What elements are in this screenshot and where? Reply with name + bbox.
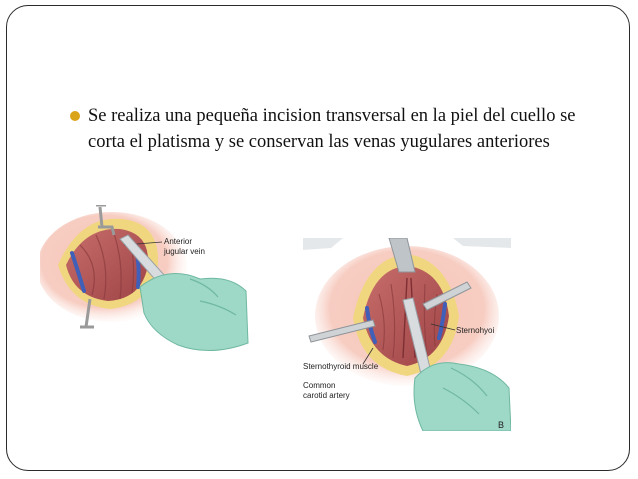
- glove-fingers: [189, 278, 237, 316]
- muscle-fibers: [79, 232, 135, 300]
- top-left-drape: [303, 238, 343, 250]
- bullet-dot-icon: [70, 111, 80, 121]
- bullet-text: Se realiza una pequeña incision transver…: [88, 106, 576, 152]
- label-sternothyroid-muscle: Sternothyroid muscle: [303, 362, 379, 371]
- surgical-illustration-right: Sternohyoi Sternothyroid muscle Common c…: [303, 237, 512, 432]
- bullet-list-item: Se realiza una pequeña incision transver…: [70, 103, 600, 155]
- label-sternohyoid: Sternohyoi: [456, 326, 495, 335]
- illustration-right-svg: [303, 237, 512, 432]
- right-retractor: [422, 281, 472, 311]
- vein-right: [437, 302, 447, 340]
- left-retractor: [308, 319, 376, 343]
- jugular-vein-left: [70, 251, 86, 293]
- label-common-carotid-artery: Common carotid artery: [303, 381, 350, 400]
- leader-sternohyoid: [430, 323, 456, 331]
- retractor-top: [96, 203, 116, 236]
- top-right-drape: [453, 238, 511, 248]
- label-anterior-jugular-vein: Anterior jugular vein: [164, 237, 205, 256]
- glove-fingers: [442, 367, 488, 415]
- gloved-hand: [413, 362, 512, 432]
- figure-letter-label: B: [498, 420, 505, 430]
- gloved-hand: [139, 273, 249, 352]
- illustration-left-svg: [37, 203, 249, 352]
- surgical-illustration-left: Anterior jugular vein: [37, 203, 250, 357]
- leader-sternothyroid: [362, 347, 374, 365]
- muscle-fibers: [378, 283, 438, 359]
- retractor-top: [388, 237, 416, 273]
- retractor-bottom: [80, 298, 94, 329]
